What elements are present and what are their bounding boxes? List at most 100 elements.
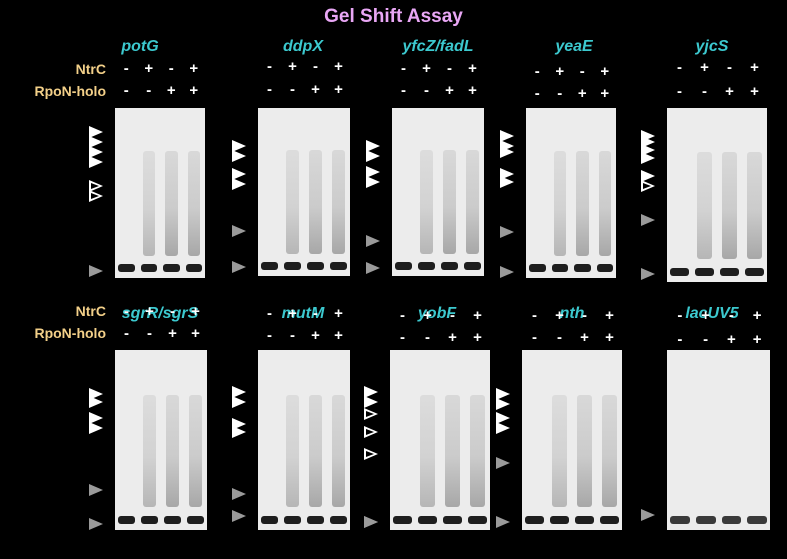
ntrc-sign: - (313, 305, 318, 322)
white-arrowhead-icon (496, 398, 510, 410)
shifted-smear (165, 150, 178, 256)
rpon-sign: - (290, 81, 295, 98)
rpon-sign: - (124, 325, 129, 342)
free-dna-band (307, 516, 324, 524)
free-dna-band (284, 262, 301, 270)
rpon-sign: + (580, 329, 589, 346)
free-dna-band (600, 516, 619, 524)
rpon-sign: - (557, 85, 563, 102)
shifted-smear (443, 150, 456, 255)
free-dna-band (695, 516, 716, 524)
ntrc-sign: + (334, 305, 343, 322)
gene-label: potG (121, 38, 159, 55)
ntrc-sign: - (582, 307, 587, 324)
free-dna-band (185, 264, 202, 272)
ntrc-sign: - (124, 303, 129, 320)
shifted-smear (747, 151, 762, 260)
rpon-sign: + (577, 85, 587, 102)
rpon-sign: - (534, 85, 540, 102)
rpon-sign: + (750, 83, 759, 100)
shifted-smear (420, 395, 435, 507)
gray-arrowhead-icon (89, 265, 103, 277)
ntrc-sign: + (144, 60, 154, 77)
rpon-sign: - (677, 331, 683, 348)
arrowhead-hollow-fill (91, 183, 99, 189)
rpon-holo-row-label: RpoN-holo (34, 325, 106, 341)
ntrc-sign: - (677, 307, 683, 324)
shifted-smear (187, 150, 200, 256)
rpon-sign: - (557, 329, 562, 346)
ntrc-sign: - (401, 60, 406, 77)
white-arrowhead-icon (232, 178, 246, 190)
white-arrowhead-icon (496, 412, 510, 424)
ntrc-sign: + (701, 307, 710, 324)
rpon-sign: + (448, 329, 457, 346)
shifted-smear (552, 395, 567, 507)
gene-label: yjcS (695, 38, 729, 55)
free-dna-band (307, 262, 324, 270)
free-dna-band (574, 264, 591, 272)
white-arrowhead-icon (232, 150, 246, 162)
rpon-sign: - (425, 329, 430, 346)
rpon-sign: - (703, 331, 709, 348)
white-arrowhead-icon (89, 422, 103, 434)
ntrc-sign: + (752, 307, 762, 324)
white-arrowhead-icon (232, 386, 246, 398)
free-dna-band (118, 516, 135, 524)
rpon-sign: + (311, 327, 320, 344)
ntrc-sign: + (555, 63, 565, 80)
ntrc-sign: - (450, 307, 455, 324)
rpon-sign: + (600, 85, 610, 102)
white-arrowhead-icon (641, 170, 655, 182)
shifted-smear (722, 151, 737, 260)
shifted-smear (332, 395, 345, 507)
rpon-sign: + (605, 329, 614, 346)
ntrc-sign: - (400, 307, 405, 324)
free-dna-band (118, 264, 135, 272)
gene-label: lacUV5 (685, 305, 739, 322)
arrowhead-hollow-fill (366, 411, 374, 417)
rpon-sign: + (725, 83, 734, 100)
white-arrowhead-icon (364, 386, 378, 398)
rpon-sign: - (702, 83, 707, 100)
free-dna-band (525, 516, 544, 524)
gel-image (115, 108, 205, 278)
shifted-smear (142, 150, 155, 256)
shifted-smear (286, 150, 299, 255)
white-arrowhead-icon (366, 150, 380, 162)
rpon-sign: + (334, 327, 343, 344)
ntrc-sign: + (145, 303, 154, 320)
gene-label: ddpX (283, 38, 323, 55)
arrowhead-hollow-fill (643, 183, 651, 189)
ntrc-sign: + (473, 307, 482, 324)
white-arrowhead-icon (366, 166, 380, 178)
free-dna-band (464, 262, 481, 270)
ntrc-sign: - (532, 307, 537, 324)
arrowhead-hollow-fill (366, 451, 374, 457)
ntrc-sign: + (423, 307, 432, 324)
shifted-smear (576, 150, 589, 256)
shifted-smear (332, 150, 345, 255)
free-dna-band (141, 516, 158, 524)
gene-label: yobF (417, 305, 457, 322)
rpon-sign: + (468, 82, 477, 99)
free-dna-band (551, 264, 568, 272)
rpon-sign: + (334, 81, 343, 98)
shifted-smear (445, 395, 460, 507)
free-dna-band (529, 264, 546, 272)
rpon-sign: - (146, 82, 152, 99)
shifted-smear (598, 150, 611, 256)
gray-arrowhead-icon (500, 226, 514, 238)
ntrc-sign: + (700, 59, 709, 76)
gene-label: nth (559, 305, 585, 322)
gray-arrowhead-icon (232, 488, 246, 500)
gray-arrowhead-icon (232, 261, 246, 273)
ntrc-sign: - (267, 58, 272, 75)
rpon-sign: - (532, 329, 537, 346)
gel-image (526, 108, 616, 278)
free-dna-band (164, 516, 181, 524)
ntrc-sign: + (600, 63, 610, 80)
rpon-sign: + (726, 331, 736, 348)
free-dna-band (720, 268, 739, 276)
free-dna-band (187, 516, 204, 524)
